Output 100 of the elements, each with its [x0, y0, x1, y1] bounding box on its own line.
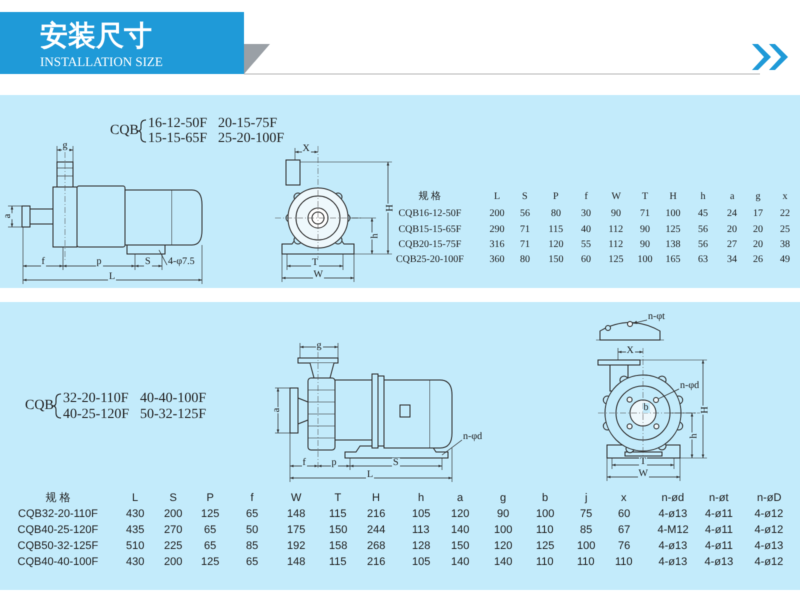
model-code: 25-20-100F — [218, 132, 284, 146]
dimension-value: 90 — [497, 508, 510, 520]
dimension-label: S — [144, 257, 152, 267]
column-heading: f — [584, 192, 588, 202]
dimension-value: 26 — [753, 255, 763, 265]
dimension-value: 125 — [608, 255, 624, 265]
subtitle-text: INSTALLATION SIZE — [40, 54, 163, 68]
dimension-value: 4-ø13 — [658, 556, 688, 568]
callout-label: n-φt — [648, 312, 665, 322]
dimension-value: 316 — [490, 240, 504, 250]
dimension-value: 4-ø13 — [704, 556, 734, 568]
column-heading: g — [500, 492, 506, 504]
dimension-value: 270 — [164, 524, 182, 536]
dimension-value: 55 — [581, 240, 591, 250]
dimension-value: 158 — [329, 540, 348, 552]
dimension-value: 67 — [618, 524, 630, 536]
dimension-value: 148 — [287, 508, 306, 520]
model-code: CQB15-15-65F — [398, 225, 462, 235]
model-code: 32-20-110F — [63, 392, 129, 406]
leader-line — [158, 250, 168, 266]
column-heading: H — [372, 492, 380, 504]
dimension-value: 4-ø13 — [754, 540, 784, 552]
dimension-value: 25 — [780, 225, 790, 235]
dimension-value: 90 — [640, 240, 650, 250]
dimension-value: 216 — [367, 508, 386, 520]
dimension-value: 65 — [204, 524, 216, 536]
dimension-value: 120 — [451, 508, 470, 520]
column-heading: x — [782, 192, 788, 202]
series-prefix: CQB — [25, 399, 54, 413]
dimension-value: 435 — [126, 524, 144, 536]
model-code: CQB32-20-110F — [18, 508, 98, 520]
dimension-value: 34 — [727, 255, 737, 265]
dimension-value: 45 — [698, 209, 708, 219]
dimension-value: 4-ø12 — [754, 508, 784, 520]
dimension-label: T — [639, 457, 648, 467]
dimension-value: 128 — [412, 540, 430, 552]
dimension-value: 100 — [494, 524, 512, 536]
dimension-value: 140 — [494, 556, 512, 568]
dimension-value: 105 — [412, 556, 430, 568]
leader-line — [442, 440, 462, 456]
callout-label: n-φd — [463, 432, 482, 442]
dimension-value: 244 — [367, 524, 386, 536]
column-heading: f — [250, 492, 254, 504]
column-heading: S — [522, 192, 528, 202]
dimension-value: 65 — [246, 508, 258, 520]
dimension-value: 110 — [577, 556, 595, 568]
dimension-value: 120 — [548, 240, 564, 250]
dimension-label: f — [302, 458, 307, 468]
dimension-value: 90 — [611, 209, 621, 219]
dimension-value: 56 — [520, 209, 530, 219]
dimension-value: 85 — [246, 540, 258, 552]
dimension-value: 100 — [666, 209, 680, 219]
dimension-value: 71 — [640, 209, 650, 219]
dimension-value: 75 — [580, 508, 592, 520]
dimension-value: 510 — [126, 540, 144, 552]
dimension-value: 4-M12 — [658, 524, 689, 536]
dimension-label: f — [40, 257, 46, 267]
column-heading: T — [334, 492, 342, 504]
dimension-label: S — [392, 458, 400, 468]
dimension-value: 4-ø11 — [705, 540, 733, 552]
dimension-value: 115 — [329, 508, 347, 520]
dimension-value: 40 — [581, 225, 591, 235]
dimension-value: 105 — [412, 508, 430, 520]
model-code: 16-12-50F — [148, 117, 208, 131]
dimension-value: 200 — [164, 508, 182, 520]
dimension-value: 76 — [618, 540, 630, 552]
column-heading: W — [291, 492, 302, 504]
dimension-value: 20 — [753, 240, 763, 250]
column-heading: H — [670, 192, 677, 202]
column-heading: T — [642, 192, 648, 202]
model-code: CQB16-12-50F — [398, 209, 462, 219]
dimension-value: 125 — [666, 225, 680, 235]
dimension-value: 150 — [548, 255, 564, 265]
dimension-value: 60 — [618, 508, 630, 520]
dimension-value: 4-ø12 — [754, 524, 784, 536]
dimension-value: 115 — [548, 225, 564, 235]
dimension-value: 100 — [638, 255, 652, 265]
dimension-value: 63 — [698, 255, 708, 265]
dimension-value: 80 — [520, 255, 530, 265]
dimension-value: 138 — [666, 240, 680, 250]
dimension-value: 430 — [126, 556, 144, 568]
dimension-label: T — [311, 258, 320, 268]
dimension-value: 85 — [580, 524, 592, 536]
dimension-value: 112 — [608, 240, 624, 250]
title-text: 安装尺寸 — [40, 22, 152, 50]
column-heading: b — [542, 492, 548, 504]
model-code: CQB20-15-75F — [398, 240, 462, 250]
dimension-value: 60 — [581, 255, 591, 265]
dimension-value: 140 — [451, 556, 470, 568]
dimension-value: 112 — [608, 225, 624, 235]
dimension-value: 100 — [577, 540, 596, 552]
dimension-value: 110 — [536, 556, 554, 568]
dimension-value: 71 — [520, 240, 530, 250]
dimension-value: 20 — [753, 225, 763, 235]
model-code: 40-25-120F — [63, 408, 130, 422]
column-heading: n-øD — [757, 492, 782, 504]
model-code: CQB40-40-100F — [18, 556, 98, 568]
dimension-value: 50 — [246, 524, 258, 536]
column-heading: n-øt — [709, 492, 729, 504]
dimension-value: 4-ø11 — [705, 524, 733, 536]
